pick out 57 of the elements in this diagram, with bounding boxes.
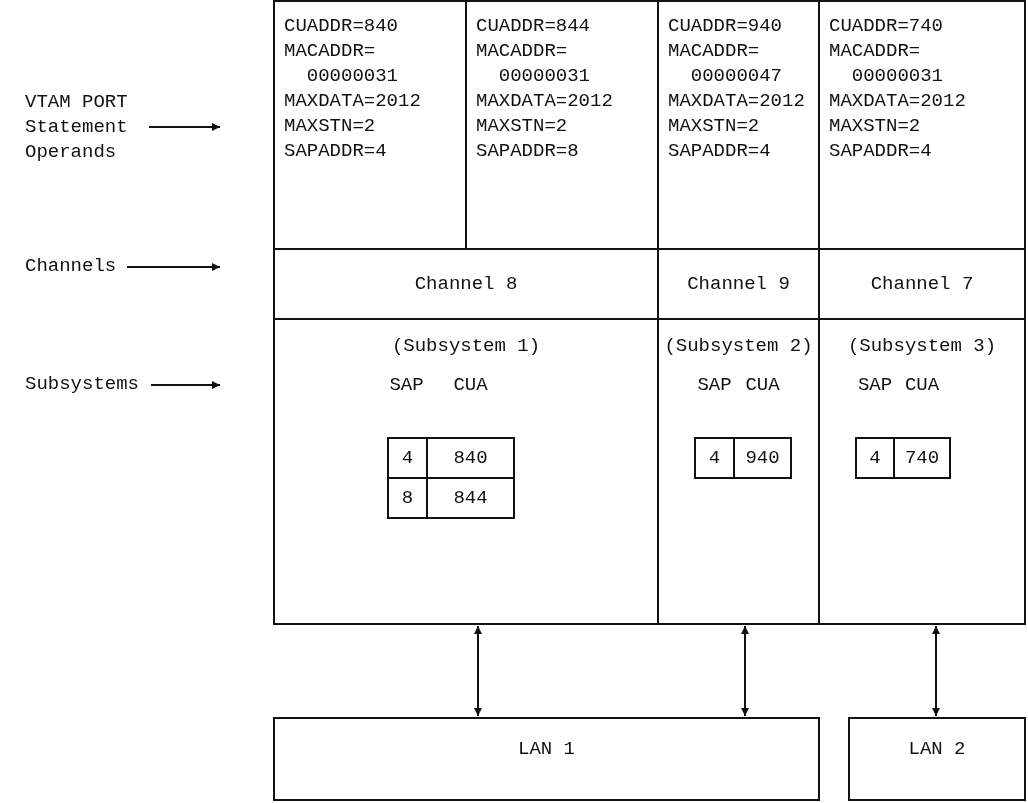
operand-text: SAPADDR=4 <box>829 139 933 164</box>
operand-text: SAPADDR=4 <box>284 139 388 164</box>
lan-label: LAN 2 <box>908 737 966 762</box>
row-label-text: VTAM PORT Statement Operands <box>25 90 129 165</box>
operand-text: CUADDR=740 <box>829 14 945 39</box>
operand-text: MACADDR= 00000047 <box>668 39 783 89</box>
operand-text: MAXDATA=2012 <box>476 89 614 114</box>
arrow <box>932 625 940 717</box>
arrow <box>150 381 221 389</box>
table-cell: 840 <box>426 437 515 479</box>
lan-label: LAN 1 <box>518 737 575 762</box>
channel-label: Channel 9 <box>687 272 790 297</box>
operand-text: MACADDR= 00000031 <box>284 39 399 89</box>
operand-text: MAXSTN=2 <box>668 114 761 139</box>
subsystem-panel <box>818 318 1026 625</box>
operand-text: MAXDATA=2012 <box>284 89 422 114</box>
lan-box <box>848 717 1026 801</box>
table-cell: 844 <box>426 477 515 519</box>
table-cell: 940 <box>733 437 792 479</box>
column-header: CUA <box>744 373 781 398</box>
column-header: SAP <box>696 373 733 398</box>
operand-text: SAPADDR=4 <box>668 139 772 164</box>
row-label-text: Channels <box>25 254 117 279</box>
operand-text: MAXSTN=2 <box>284 114 377 139</box>
lan-box <box>273 717 820 801</box>
table-cell: 4 <box>387 437 428 479</box>
arrow <box>126 263 221 271</box>
subsystem-panel <box>273 318 659 625</box>
arrow <box>148 123 221 131</box>
column-header: CUA <box>903 373 941 398</box>
operand-text: MACADDR= 00000031 <box>829 39 944 89</box>
arrow <box>474 625 482 717</box>
operand-text: MACADDR= 00000031 <box>476 39 591 89</box>
table-cell: 740 <box>893 437 951 479</box>
operand-text: MAXSTN=2 <box>476 114 569 139</box>
column-header: SAP <box>856 373 894 398</box>
subsystem-title: (Subsystem 2) <box>664 334 813 359</box>
operand-text: MAXDATA=2012 <box>829 89 967 114</box>
subsystem-title: (Subsystem 3) <box>847 334 997 359</box>
operand-text: CUADDR=844 <box>476 14 592 39</box>
row-label-text: Subsystems <box>25 372 140 397</box>
table-cell: 4 <box>694 437 735 479</box>
operand-cell <box>818 0 1026 250</box>
operand-text: MAXSTN=2 <box>829 114 922 139</box>
column-header: CUA <box>452 373 489 398</box>
channel-label: Channel 8 <box>414 272 518 297</box>
operand-text: SAPADDR=8 <box>476 139 580 164</box>
channel-label: Channel 7 <box>870 272 974 297</box>
subsystem-title: (Subsystem 1) <box>391 334 541 359</box>
arrow <box>741 625 749 717</box>
table-cell: 4 <box>855 437 895 479</box>
table-cell: 8 <box>387 477 428 519</box>
operand-text: CUADDR=840 <box>284 14 400 39</box>
operand-text: CUADDR=940 <box>668 14 784 39</box>
operand-text: MAXDATA=2012 <box>668 89 806 114</box>
column-header: SAP <box>388 373 425 398</box>
operand-cell <box>273 0 467 250</box>
